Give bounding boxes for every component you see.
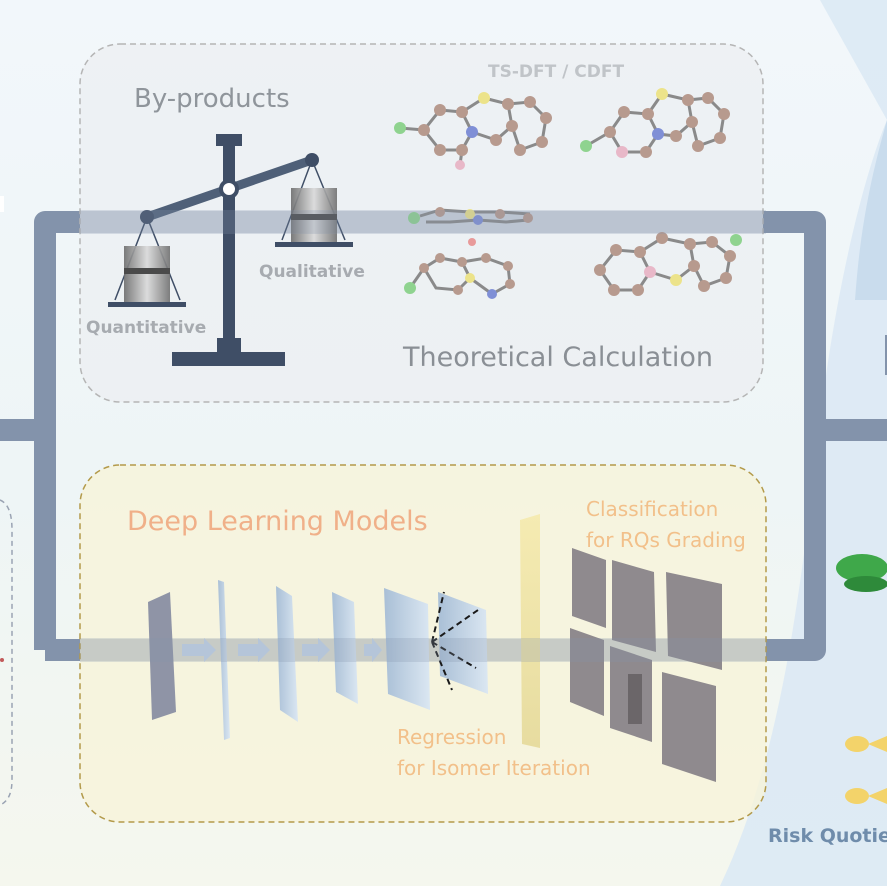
balance-scale-icon	[108, 134, 353, 366]
classification-line2: for RQs Grading	[586, 528, 746, 552]
right-stub-small	[885, 335, 887, 375]
right-beaker-band	[291, 214, 337, 220]
leaf-shadow	[844, 576, 887, 592]
fish-icon-1	[845, 736, 869, 752]
regression-line2: for Isomer Iteration	[397, 756, 591, 780]
top-panel: By-products TS-DFT / CDFT Theoretical Ca…	[79, 43, 764, 403]
output-cell-5-shade	[628, 674, 642, 724]
right-pan	[275, 242, 353, 247]
dashed-line-b	[431, 641, 477, 669]
fish-icon-2	[845, 788, 869, 804]
scale-foot	[217, 338, 241, 354]
output-cell-6	[662, 672, 716, 782]
left-edge-mark	[0, 196, 4, 212]
deep-learning-title: Deep Learning Models	[127, 506, 428, 537]
pipe-band-bottom	[80, 638, 766, 662]
scale-cap	[216, 134, 242, 146]
method-label: TS-DFT / CDFT	[488, 62, 624, 82]
quantitative-label: Quantitative	[86, 318, 206, 338]
theory-title: Theoretical Calculation	[402, 342, 713, 373]
dashed-line-d	[431, 641, 453, 691]
molecule-4	[404, 253, 515, 299]
molecule-1	[394, 92, 552, 170]
scale-post	[223, 140, 235, 340]
conv-layer-4	[384, 588, 430, 710]
output-cell-2	[612, 560, 656, 652]
pipe-band-top	[80, 210, 766, 234]
scale-pivot	[219, 179, 239, 199]
dashed-line-c	[431, 591, 445, 643]
risk-quotient-label: Risk Quotie	[768, 825, 887, 847]
left-pan	[108, 302, 186, 307]
flow-arrows	[182, 638, 382, 662]
right-edge-icons	[836, 554, 887, 804]
bottom-panel: Deep Learning Models Classification for …	[79, 464, 767, 823]
regression-line1: Regression	[397, 725, 506, 749]
left-edge-dot	[0, 658, 4, 662]
conv-layer-1	[218, 580, 230, 740]
right-region-shade	[855, 120, 887, 300]
molecule-3	[408, 207, 533, 246]
output-cell-4	[570, 628, 604, 716]
conv-layer-2	[276, 586, 298, 722]
top-panel-box	[79, 43, 764, 403]
dense-layer	[520, 514, 540, 748]
fish-tail-1	[868, 736, 887, 752]
output-cell-1	[572, 548, 606, 628]
fish-tail-2	[868, 788, 887, 804]
scale-base	[172, 352, 285, 366]
qualitative-label: Qualitative	[259, 262, 365, 282]
right-region	[720, 0, 887, 886]
input-layer	[148, 592, 176, 720]
left-beaker-band	[124, 268, 170, 274]
neural-network-icon	[148, 514, 722, 782]
conv-layer-3	[332, 592, 358, 704]
leaf-icon	[836, 554, 887, 582]
molecule-2	[580, 88, 730, 158]
output-cell-3	[666, 572, 722, 670]
classification-line1: Classification	[586, 497, 718, 521]
molecule-5	[594, 232, 742, 296]
byproducts-title: By-products	[134, 84, 290, 114]
